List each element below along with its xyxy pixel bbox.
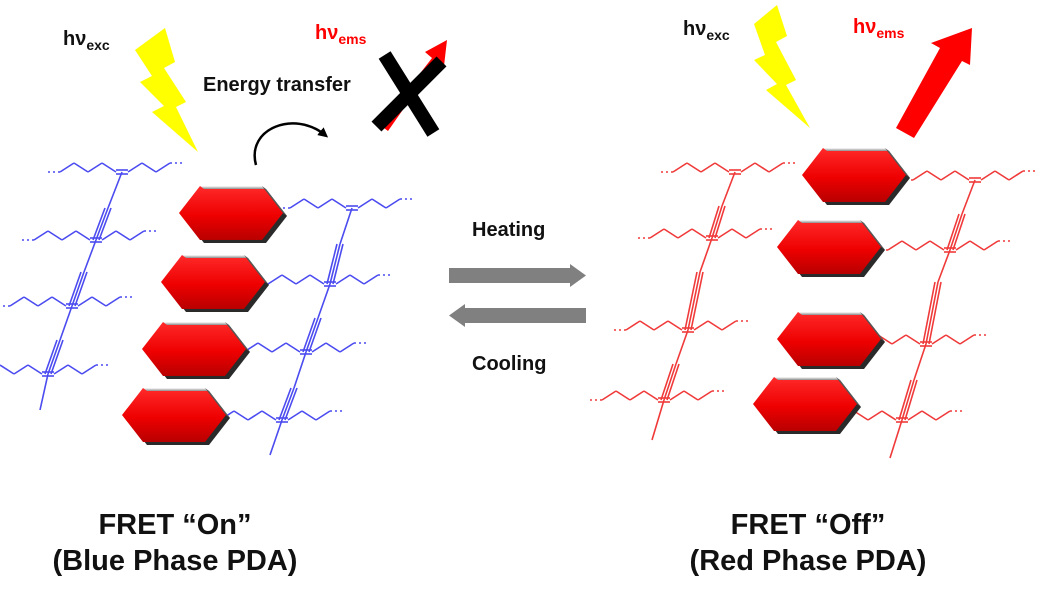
fluorophore-hexagon (802, 148, 910, 205)
excitation-label-left: hνexc (63, 28, 110, 53)
hexagon-stack-right (753, 148, 910, 434)
fluorophore-hexagon (179, 186, 287, 243)
heating-label: Heating (472, 219, 545, 241)
fluorophore-hexagon (142, 322, 250, 379)
caption-fret-on: FRET “On” (Blue Phase PDA) (40, 507, 310, 579)
energy-transfer-curved-arrow (253, 122, 329, 166)
fluorophore-hexagon (161, 255, 269, 312)
fluorophore-hexagon (777, 220, 885, 277)
excitation-label-right: hνexc (683, 18, 730, 43)
caption-fret-off: FRET “Off” (Red Phase PDA) (668, 507, 948, 579)
caption-fret-on-title: FRET “On” (98, 509, 252, 541)
blue-phase-pda-chains (0, 162, 414, 456)
excitation-lightning-icon (135, 28, 198, 152)
red-phase-pda-chains (588, 162, 1037, 459)
energy-transfer-label: Energy transfer (203, 74, 351, 96)
caption-fret-off-title: FRET “Off” (730, 509, 886, 541)
caption-red-phase: (Red Phase PDA) (689, 545, 927, 577)
fluorophore-hexagon (753, 377, 861, 434)
fluorophore-hexagon (777, 312, 885, 369)
fluorophore-hexagon (122, 388, 230, 445)
cooling-arrow (449, 304, 586, 327)
excitation-lightning-icon (754, 5, 810, 128)
hexagon-stack-left (122, 186, 287, 445)
emission-label-right: hνems (853, 16, 905, 41)
emission-arrow-right (896, 28, 972, 138)
blocked-emission-arrow (371, 40, 447, 137)
heating-arrow (449, 264, 586, 287)
emission-label-left: hνems (315, 22, 367, 47)
caption-blue-phase: (Blue Phase PDA) (52, 545, 298, 577)
cooling-label: Cooling (472, 353, 546, 375)
